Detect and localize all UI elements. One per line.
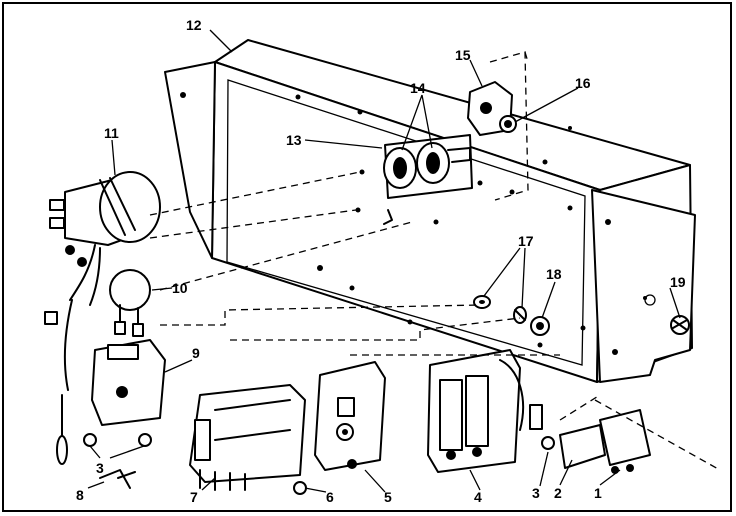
- callout-15: 15: [455, 47, 471, 63]
- callout-19: 19: [670, 274, 686, 290]
- callout-3-right: 3: [532, 485, 540, 501]
- relay-seven: [189, 384, 306, 491]
- grommets: [473, 295, 550, 336]
- callout-7: 7: [190, 489, 198, 505]
- callout-13: 13: [286, 132, 302, 148]
- hardware: [83, 433, 555, 495]
- relay-pair: [383, 134, 473, 225]
- callout-labels: 12 11 13 14 15 16 17 18 19 10 9 3 8 7 6 …: [76, 17, 686, 505]
- callout-8: 8: [76, 487, 84, 503]
- contactor: [427, 349, 543, 473]
- assembly-lines: [149, 171, 721, 471]
- callout-2: 2: [554, 485, 562, 501]
- callout-3-left: 3: [96, 460, 104, 476]
- switch-assembly: [467, 81, 517, 136]
- callout-17: 17: [518, 233, 534, 249]
- relay-five: [314, 361, 386, 471]
- callout-10: 10: [172, 280, 188, 296]
- callout-11: 11: [104, 125, 119, 141]
- callout-12: 12: [186, 17, 202, 33]
- timer-motor: [49, 171, 161, 306]
- callout-18: 18: [546, 266, 562, 282]
- callout-9: 9: [192, 345, 200, 361]
- capacitor: [44, 269, 151, 391]
- knob: [670, 315, 690, 335]
- callout-14: 14: [410, 80, 426, 96]
- transformer: [91, 339, 166, 426]
- callout-4: 4: [474, 489, 482, 505]
- terminal-bracket: [559, 409, 651, 474]
- control-box: [164, 39, 696, 383]
- leader-lines: [87, 29, 681, 493]
- callout-16: 16: [575, 75, 591, 91]
- callout-6: 6: [326, 489, 334, 505]
- callout-5: 5: [384, 489, 392, 505]
- sensor-probe: [56, 394, 68, 465]
- callout-1: 1: [594, 485, 602, 501]
